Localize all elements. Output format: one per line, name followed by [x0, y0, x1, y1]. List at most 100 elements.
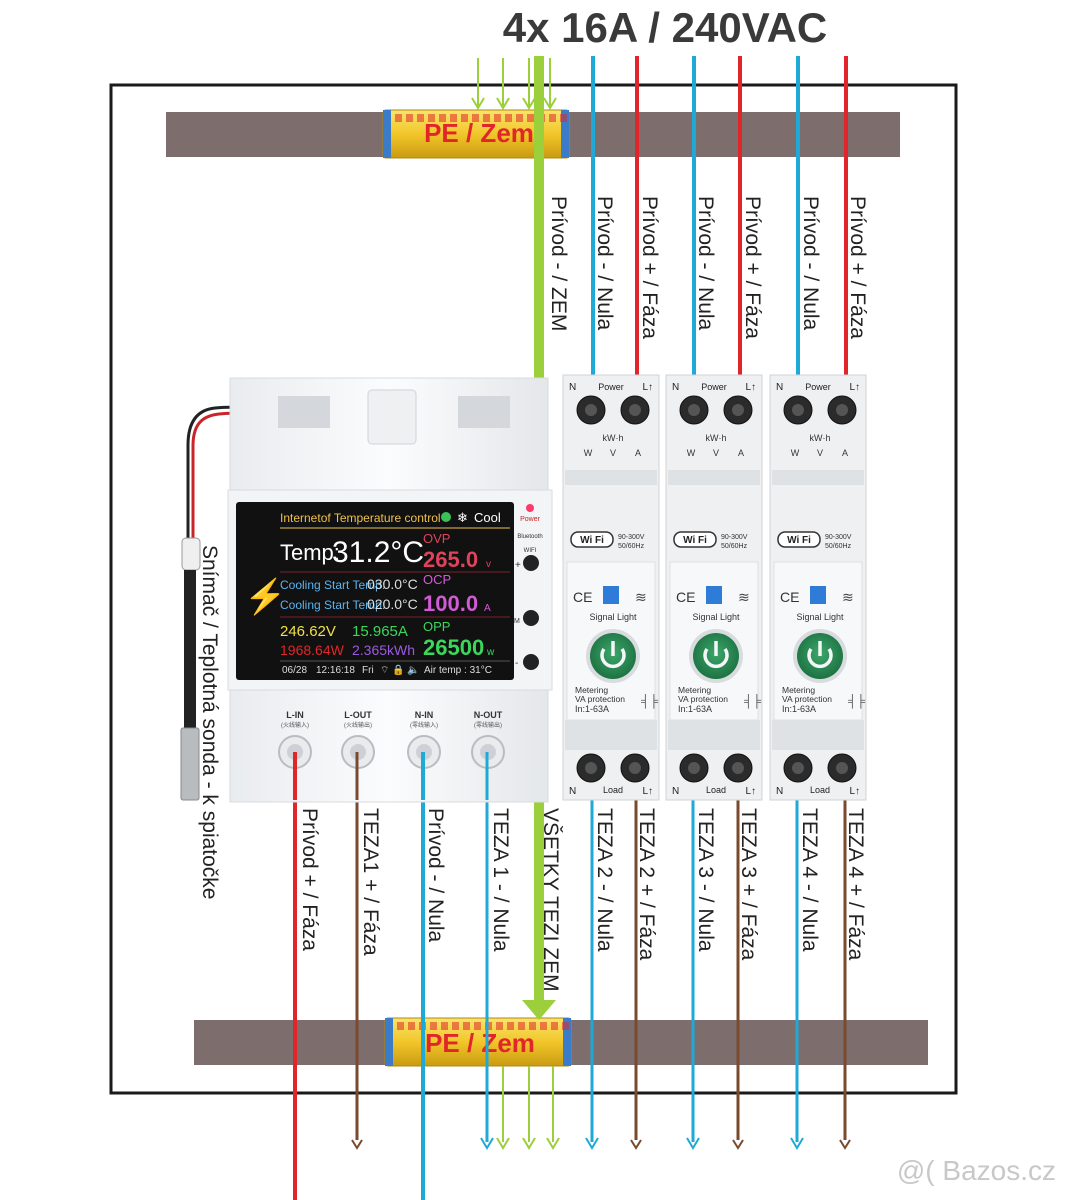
display-date: 06/28 [282, 665, 307, 676]
module-label-l: L↑ [642, 382, 653, 393]
temperature-probe: Snímač / Teplotná sonda - k spiatočke [180, 405, 307, 899]
bottom-label-teza1-neutral: TEZA 1 - / Nula [489, 808, 512, 952]
terminal-sub-lin: (火线输入) [281, 721, 309, 729]
module-switch-symbol: ╡╞ [744, 694, 762, 709]
controller-display [236, 502, 514, 680]
busbar-screw [529, 1022, 536, 1030]
busbar-screw [540, 1022, 547, 1030]
module-label-n: N [672, 382, 679, 393]
plus-button[interactable] [523, 555, 539, 571]
module-label-a: A [738, 448, 744, 458]
lightning-icon: ⚡ [244, 577, 286, 617]
busbar-screw [397, 1022, 404, 1030]
btn-plus-label: + [515, 560, 521, 571]
bottom-label-supply-neutral: Prívod - / Nula [424, 808, 447, 943]
display-air-temp: Air temp : 31°C [424, 665, 492, 676]
module-wifi-badge [777, 531, 821, 548]
busbar-screw [549, 114, 556, 122]
display-opp-value: 26500 [423, 635, 484, 660]
busbar-screw [408, 1022, 415, 1030]
module-metering-label: Metering [575, 685, 608, 695]
module-switch-symbol: ╡╞ [848, 694, 866, 709]
display-power: 1968.64W [280, 642, 345, 658]
terminal-label-nin: N-IN [415, 710, 434, 720]
module-label-n: N [569, 382, 576, 393]
display-time: 12:16:18 [316, 665, 355, 676]
menu-button[interactable] [523, 610, 539, 626]
module-bottom-l: L↑ [745, 786, 756, 797]
display-current: 15.965A [352, 623, 408, 640]
bottom-label-teza3-phase: TEZA 3 + / Fáza [737, 808, 760, 961]
module-ce-mark: CE [780, 589, 799, 605]
module-bottom-n: N [776, 786, 783, 797]
module-range-1: 90-300V [825, 534, 852, 541]
module-wifi-badge [673, 531, 717, 548]
busbar-screw [452, 1022, 459, 1030]
module-load-label: Load [603, 785, 623, 795]
busbar-screw [494, 114, 501, 122]
module-wifi-label: Wi Fi [787, 535, 811, 546]
module-signal-light-label: Signal Light [692, 612, 740, 622]
power-icon [807, 647, 833, 669]
display-ocp-value: 100.0 [423, 591, 478, 616]
display-cooling-start-2-value: 020.0°C [367, 596, 418, 612]
busbar-screw [430, 1022, 437, 1030]
display-ovp-unit: v [486, 559, 491, 570]
module-protection-label: VA protection [782, 694, 832, 704]
earth-feed-arrows [471, 58, 557, 110]
module-rating-label: In:1-63A [678, 704, 712, 714]
bottom-label-supply-phase: Prívod + / Fáza [298, 808, 321, 951]
module-wifi-label: Wi Fi [580, 535, 604, 546]
module-kwh-label: kW·h [706, 433, 727, 443]
watermark: @( Bazos.cz [897, 1155, 1056, 1186]
module-label-a: A [842, 448, 848, 458]
module-label-w: W [687, 448, 696, 458]
supply-label-neutral-3: Prívod - / Nula [799, 196, 822, 331]
module-range-2: 50/60Hz [721, 543, 748, 550]
power-icon [600, 647, 626, 669]
display-header: Internetof Temperature control [280, 511, 441, 525]
terminal-label-nout: N-OUT [474, 710, 503, 720]
module-wifi-signal-icon: ≋ [738, 589, 750, 605]
module-label-power: Power [598, 382, 624, 392]
busbar-screw [507, 1022, 514, 1030]
display-temp-label: Temp: [280, 540, 340, 565]
supply-label-earth: Prívod - / ZEM [547, 196, 570, 331]
busbar-screw [505, 114, 512, 122]
module-label-v: V [713, 448, 719, 458]
busbar-screw [461, 114, 468, 122]
module-signal-light-label: Signal Light [796, 612, 844, 622]
busbar-screw [560, 114, 567, 122]
power-led [526, 504, 534, 512]
busbar-screw [417, 114, 424, 122]
module-label-power: Power [805, 382, 831, 392]
busbar-screw [439, 114, 446, 122]
busbar-screw [562, 1022, 569, 1030]
bottom-busbar: PE / Zem [194, 1017, 928, 1067]
minus-button[interactable] [523, 654, 539, 670]
module-wifi-label: Wi Fi [683, 535, 707, 546]
bottom-label-teza3-neutral: TEZA 3 - / Nula [694, 808, 717, 952]
module-range-2: 50/60Hz [618, 543, 645, 550]
btn-m-label: M [514, 618, 520, 625]
bottom-busbar-label: PE / Zem [425, 1028, 535, 1058]
display-ocp-label: OCP [423, 572, 451, 587]
bottom-label-teza1-phase: TEZA1 + / Fáza [359, 808, 382, 956]
module-label-w: W [791, 448, 800, 458]
display-energy: 2.365kWh [352, 642, 415, 658]
top-busbar: PE / Zem [166, 109, 900, 159]
bottom-label-teza2-neutral: TEZA 2 - / Nula [593, 808, 616, 952]
module-wifi-badge [570, 531, 614, 548]
display-opp-label: OPP [423, 619, 450, 634]
busbar-screw [518, 1022, 525, 1030]
terminal-sub-lout: (火线输出) [344, 721, 372, 729]
busbar-screw [395, 114, 402, 122]
module-range-2: 50/60Hz [825, 543, 852, 550]
busbar-screw [406, 114, 413, 122]
module-bluetooth-icon [706, 586, 722, 604]
module-label-l: L↑ [745, 382, 756, 393]
btn-minus-label: - [515, 658, 518, 669]
module-load-label: Load [706, 785, 726, 795]
